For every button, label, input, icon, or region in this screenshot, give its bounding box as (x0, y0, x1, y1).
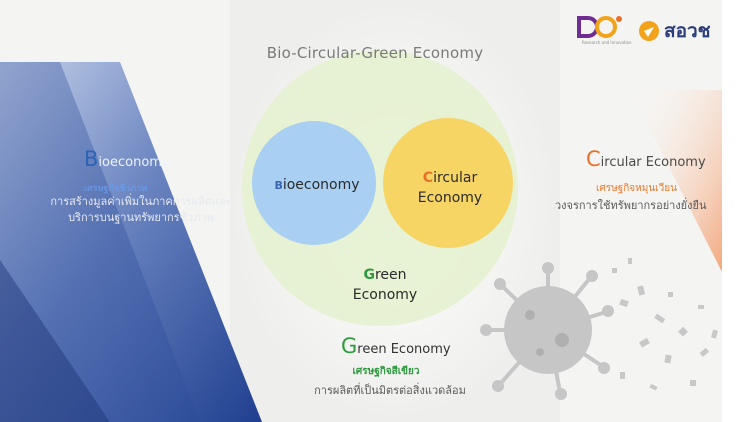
bioeconomy-circle-label: Bioeconomy (262, 175, 372, 196)
bioeconomy-letter: B (84, 147, 99, 171)
circular-subtitle: เศรษฐกิจหมุนเวียน (596, 183, 677, 194)
bioeconomy-circle (252, 121, 376, 245)
green-subtitle: เศรษฐกิจสีเขียว (352, 366, 420, 377)
bioeconomy-description: การสร้างมูลค่าเพิ่มในภาคการผลิตและบริการ… (50, 195, 232, 224)
orange-band-right (630, 90, 722, 272)
circular-rest: ircular Economy (600, 155, 706, 170)
circular-circle-label: Circular Economy (395, 168, 505, 208)
green-rest: reen (374, 267, 407, 283)
circ-first-letter: C (422, 170, 434, 186)
green-rest-heading: reen Economy (357, 342, 451, 357)
green-letter: G (341, 334, 358, 358)
green-circle-label: Green Economy (330, 265, 440, 305)
circ-rest: ircular (433, 170, 478, 186)
blue-band-left (0, 62, 262, 422)
virus-icon (480, 262, 614, 400)
green-line2: Economy (352, 287, 418, 303)
circular-heading: Circular Economy (586, 147, 706, 171)
circular-description: วงจรการใช้ทรัพยากรอย่างยั่งยืน (555, 199, 707, 212)
bio-rest: ioeconomy (282, 177, 360, 193)
green-first-letter: G (363, 267, 375, 283)
circ-line2: Economy (417, 190, 483, 206)
diagram-title: Bio-Circular-Green Economy (266, 44, 484, 62)
circular-economy-circle (383, 118, 513, 248)
green-description: การผลิตที่เป็นมิตรต่อสิ่งแวดล้อม (314, 384, 466, 397)
bioeconomy-heading: Bioeconomy (84, 147, 170, 171)
virus-fragments (612, 258, 718, 391)
bioeconomy-rest: ioeconomy (98, 155, 170, 170)
bio-first-letter: B (274, 179, 283, 192)
bioeconomy-subtitle: เศรษฐกิจชีวภาพ (84, 184, 148, 194)
circular-letter: C (586, 147, 601, 171)
do-logo-subtext: Research and Innovation (582, 40, 632, 45)
do-logo-icon (575, 14, 623, 48)
sorwor-logo-icon: สอวช (638, 16, 711, 46)
green-heading: Green Economy (341, 334, 451, 358)
sorwor-logo-text: สอวช (664, 20, 711, 42)
